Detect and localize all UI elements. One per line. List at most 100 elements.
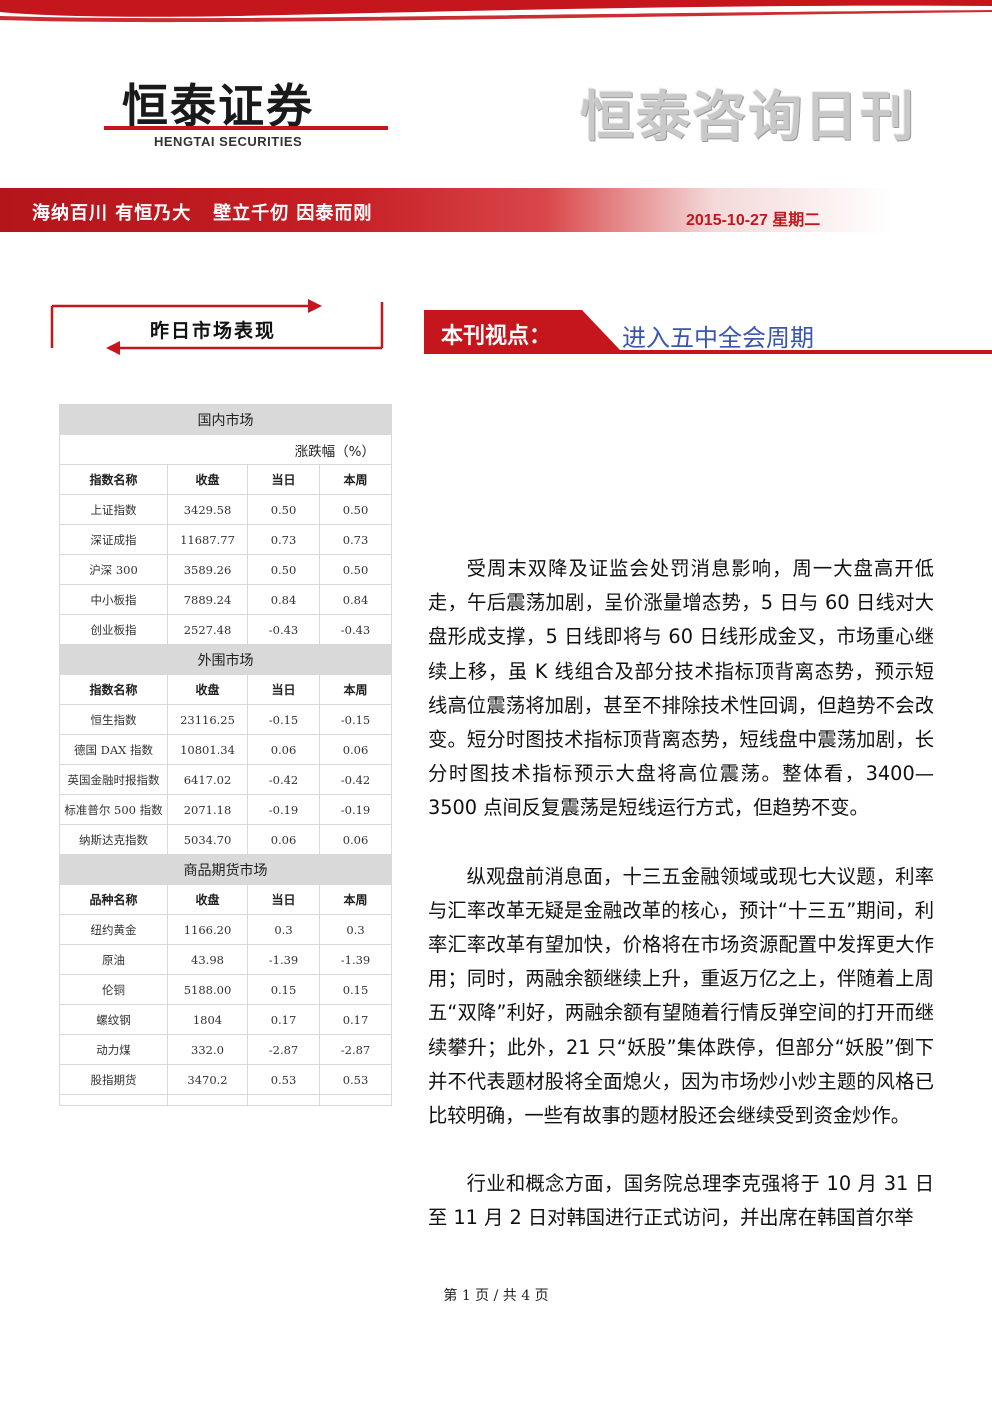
table-cell: 0.15 [247, 974, 320, 1005]
table-header-row: 指数名称收盘当日本周 [59, 674, 392, 705]
viewpoint-topic: 进入五中全会周期 [622, 324, 814, 352]
table-cell: 3429.58 [167, 494, 248, 525]
column-header: 本周 [319, 674, 392, 705]
table-section-row: 国内市场 [59, 404, 392, 435]
table-cell: 5034.70 [167, 824, 248, 855]
table-cell: 0.53 [247, 1064, 320, 1095]
issue-date: 2015-10-27 星期二 [686, 212, 821, 229]
column-header: 指数名称 [59, 674, 168, 705]
table-cell: 德国 DAX 指数 [59, 734, 168, 765]
table-cell: 0.50 [319, 554, 392, 585]
viewpoint-header-frame [424, 310, 992, 354]
table-cell: -2.87 [319, 1034, 392, 1065]
unit-row: 涨跌幅（%） [59, 434, 392, 465]
unit-label: 涨跌幅（%） [59, 434, 392, 465]
publication-title: 恒泰咨询日刊 [580, 85, 916, 148]
table-cell: 上证指数 [59, 494, 168, 525]
table-cell: -0.43 [247, 614, 320, 645]
slogan-banner [0, 188, 992, 232]
slogan-text: 海纳百川 有恒乃大 壁立千仞 因泰而刚 [32, 203, 373, 224]
logo-underline [104, 126, 388, 130]
table-cell: -0.19 [319, 794, 392, 825]
table-header-row: 指数名称收盘当日本周 [59, 464, 392, 495]
table-cell: -1.39 [319, 944, 392, 975]
column-header: 本周 [319, 464, 392, 495]
table-cell: 0.06 [247, 824, 320, 855]
table-cell: 23116.25 [167, 704, 248, 735]
table-cell-empty [247, 1094, 320, 1106]
table-cell: 0.06 [319, 734, 392, 765]
article-paragraph: 纵观盘前消息面，十三五金融领域或现七大议题，利率与汇率改革无疑是金融改革的核心，… [428, 864, 934, 1128]
table-cell: 7889.24 [167, 584, 248, 615]
table-cell: 3470.2 [167, 1064, 248, 1095]
table-cell-empty [167, 1094, 248, 1106]
table-cell: 0.50 [319, 494, 392, 525]
table-cell: 43.98 [167, 944, 248, 975]
table-cell: 11687.77 [167, 524, 248, 555]
table-cell: 2071.18 [167, 794, 248, 825]
table-cell: -0.19 [247, 794, 320, 825]
column-header: 当日 [247, 674, 320, 705]
article-paragraph: 受周末双降及证监会处罚消息影响，周一大盘高开低走，午后震荡加剧，呈价涨量增态势，… [428, 557, 934, 820]
table-cell-empty [59, 1094, 168, 1106]
table-cell: 恒生指数 [59, 704, 168, 735]
table-cell: 0.17 [319, 1004, 392, 1035]
column-header: 品种名称 [59, 884, 168, 915]
table-cell: 0.73 [247, 524, 320, 555]
viewpoint-label: 本刊视点： [441, 324, 552, 349]
table-cell: 螺纹钢 [59, 1004, 168, 1035]
table-header-row: 品种名称收盘当日本周 [59, 884, 392, 915]
table-section-row: 外围市场 [59, 644, 392, 675]
section-header-frame [50, 299, 384, 355]
table-cell: 10801.34 [167, 734, 248, 765]
top-swoosh-decoration [0, 0, 992, 23]
table-cell: 股指期货 [59, 1064, 168, 1095]
table-cell: 1166.20 [167, 914, 248, 945]
table-cell: 纳斯达克指数 [59, 824, 168, 855]
table-cell: 3589.26 [167, 554, 248, 585]
table-cell: 332.0 [167, 1034, 248, 1065]
section-heading: 外围市场 [59, 644, 392, 675]
table-cell: -0.42 [319, 764, 392, 795]
table-cell: 伦铜 [59, 974, 168, 1005]
section-heading: 商品期货市场 [59, 854, 392, 885]
table-cell: 动力煤 [59, 1034, 168, 1065]
table-section-row: 商品期货市场 [59, 854, 392, 885]
section-heading: 国内市场 [59, 404, 392, 435]
table-cell: 标准普尔 500 指数 [59, 794, 168, 825]
article-body: 受周末双降及证监会处罚消息影响，周一大盘高开低走，午后震荡加剧，呈价涨量增态势，… [428, 552, 934, 1270]
table-cell: 6417.02 [167, 764, 248, 795]
column-header: 本周 [319, 884, 392, 915]
page-number: 第 1 页 / 共 4 页 [443, 1288, 549, 1304]
article-paragraph: 行业和概念方面，国务院总理李克强将于 10 月 31 日至 11 月 2 日对韩… [428, 1172, 934, 1230]
table-cell: 深证成指 [59, 524, 168, 555]
table-cell: 沪深 300 [59, 554, 168, 585]
table-cell: 0.73 [319, 524, 392, 555]
hengtai-logo: 恒泰证券 HENGTAI SECURITIES [104, 70, 394, 160]
table-cell: 1804 [167, 1004, 248, 1035]
table-cell: 创业板指 [59, 614, 168, 645]
table-cell: 中小板指 [59, 584, 168, 615]
table-cell: -0.42 [247, 764, 320, 795]
table-cell: 0.06 [319, 824, 392, 855]
table-cell: 0.17 [247, 1004, 320, 1035]
section-title-market: 昨日市场表现 [150, 320, 277, 342]
table-cell: -0.43 [319, 614, 392, 645]
